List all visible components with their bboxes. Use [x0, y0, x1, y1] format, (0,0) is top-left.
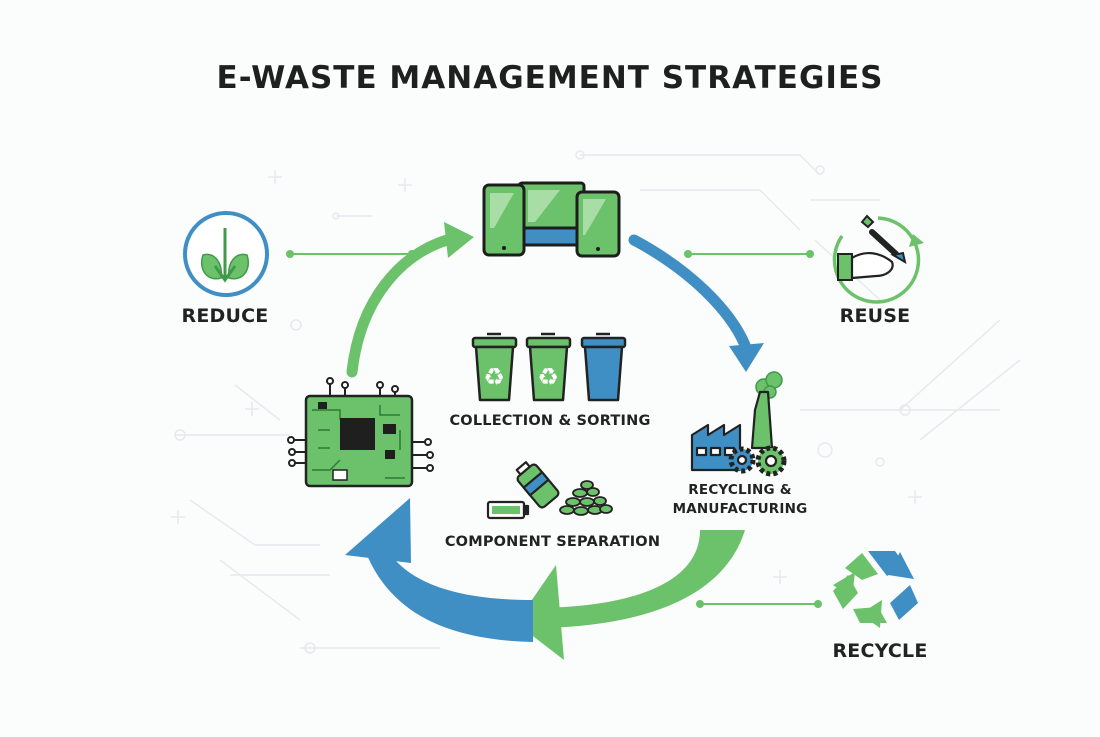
- bin-green-1: ♻: [471, 332, 518, 402]
- bin-green-2: ♻: [525, 332, 572, 402]
- collection-sorting-label: COLLECTION & SORTING: [449, 413, 651, 429]
- reuse-label: REUSE: [839, 305, 911, 327]
- cycle-arrow-blue-top-right: [628, 234, 764, 372]
- background-circuit-lines: [171, 150, 1021, 654]
- devices-icon: [482, 181, 621, 258]
- reuse-wrench-hand-icon: [832, 214, 924, 304]
- collection-bins-icon: ♻ ♻: [471, 332, 627, 402]
- factory-icon: [690, 371, 787, 477]
- gear-icon: [728, 446, 756, 474]
- gear-icon: [755, 445, 787, 477]
- cycle-arrow-blue-bottom-left: [345, 498, 533, 642]
- reduce-leaf-icon: [183, 211, 269, 297]
- recycle-label: RECYCLE: [832, 640, 928, 662]
- bin-blue: [580, 332, 627, 402]
- shredded-material-icon: [559, 480, 613, 516]
- recycling-label-line1: RECYCLING &: [688, 482, 792, 498]
- components-icon: [486, 461, 613, 520]
- battery-icon: [486, 500, 530, 520]
- cycle-arrow-green-top-left: [346, 222, 474, 378]
- cycle-arrow-green-bottom: [516, 530, 745, 660]
- svg-text:♻: ♻: [483, 363, 505, 391]
- recycle-symbol-icon: [833, 551, 918, 628]
- recycling-manufacturing-label: RECYCLING & MANUFACTURING: [660, 481, 820, 519]
- capacitor-icon: [515, 461, 560, 509]
- page-title: E-WASTE MANAGEMENT STRATEGIES: [216, 60, 884, 96]
- svg-text:♻: ♻: [537, 363, 559, 391]
- circuit-board-icon: [287, 377, 434, 488]
- reduce-label: REDUCE: [181, 305, 269, 327]
- component-separation-label: COMPONENT SEPARATION: [444, 534, 661, 550]
- recycling-label-line2: MANUFACTURING: [672, 501, 808, 517]
